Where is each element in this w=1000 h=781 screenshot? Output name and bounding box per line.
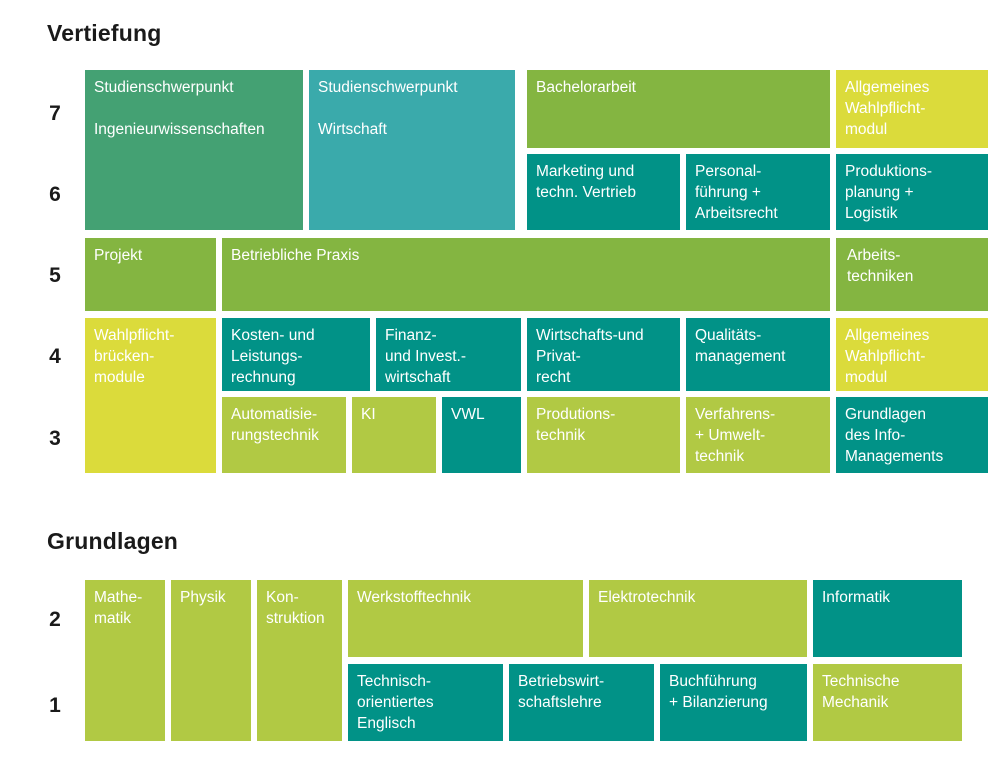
module-box-studienschwerpunkt-wirt[interactable]: Studienschwerpunkt Wirtschaft xyxy=(309,70,515,230)
semester-label-4: 4 xyxy=(49,345,61,368)
module-box-finanz-investwirtschaft[interactable]: Finanz- und Invest.- wirtschaft xyxy=(376,318,521,391)
module-box-produktionsplanung[interactable]: Produktions- planung + Logistik xyxy=(836,154,988,230)
section-title-grundlagen: Grundlagen xyxy=(47,528,179,554)
module-box-qualitaetsmanagement[interactable]: Qualitäts- management xyxy=(686,318,830,391)
module-box-verfahrens-umwelttechnik[interactable]: Verfahrens- + Umwelt- technik xyxy=(686,397,830,473)
module-box-allg-wahlpflichtmodul-4[interactable]: Allgemeines Wahlpflicht- modul xyxy=(836,318,988,391)
module-box-informatik[interactable]: Informatik xyxy=(813,580,962,657)
semester-label-2: 2 xyxy=(49,608,61,631)
semester-label-3: 3 xyxy=(49,427,61,450)
module-box-konstruktion[interactable]: Kon- struktion xyxy=(257,580,342,741)
module-box-mathematik[interactable]: Mathe- matik xyxy=(85,580,165,741)
module-box-studienschwerpunkt-ing[interactable]: Studienschwerpunkt Ingenieurwissenschaft… xyxy=(85,70,303,230)
module-box-produktionstechnik[interactable]: Produtions- technik xyxy=(527,397,680,473)
module-box-werkstofftechnik[interactable]: Werkstofftechnik xyxy=(348,580,583,657)
semester-label-6: 6 xyxy=(49,183,61,206)
module-box-technische-mechanik[interactable]: Technische Mechanik xyxy=(813,664,962,741)
semester-label-7: 7 xyxy=(49,102,61,125)
module-box-vwl[interactable]: VWL xyxy=(442,397,521,473)
module-box-wahlpflichtbrueckenmodule[interactable]: Wahlpflicht- brücken- module xyxy=(85,318,216,473)
module-box-betriebliche-praxis[interactable]: Betriebliche Praxis xyxy=(222,238,830,311)
module-box-bachelorarbeit[interactable]: Bachelorarbeit xyxy=(527,70,830,148)
module-box-arbeitstechniken[interactable]: Arbeits- techniken xyxy=(836,238,988,311)
module-box-automatisierungstechnik[interactable]: Automatisie- rungstechnik xyxy=(222,397,346,473)
module-box-allg-wahlpflichtmodul-7[interactable]: Allgemeines Wahlpflicht- modul xyxy=(836,70,988,148)
semester-label-5: 5 xyxy=(49,264,61,287)
module-box-betriebswirtschaftslehre[interactable]: Betriebswirt- schaftslehre xyxy=(509,664,654,741)
module-box-technisch-englisch[interactable]: Technisch- orientiertes Englisch xyxy=(348,664,503,741)
module-box-marketing-vertrieb[interactable]: Marketing und techn. Vertrieb xyxy=(527,154,680,230)
section-title-vertiefung: Vertiefung xyxy=(47,20,162,46)
module-box-ki[interactable]: KI xyxy=(352,397,436,473)
module-box-buchfuehrung[interactable]: Buchführung + Bilanzierung xyxy=(660,664,807,741)
module-box-kosten-leistungsrechnung[interactable]: Kosten- und Leistungs- rechnung xyxy=(222,318,370,391)
semester-label-1: 1 xyxy=(49,694,61,717)
module-box-personalfuehrung[interactable]: Personal- führung + Arbeitsrecht xyxy=(686,154,830,230)
module-box-wirtschafts-privatrecht[interactable]: Wirtschafts-und Privat- recht xyxy=(527,318,680,391)
module-box-elektrotechnik[interactable]: Elektrotechnik xyxy=(589,580,807,657)
module-box-physik[interactable]: Physik xyxy=(171,580,251,741)
module-box-grundlagen-info-mgmt[interactable]: Grundlagen des Info- Managements xyxy=(836,397,988,473)
module-box-projekt[interactable]: Projekt xyxy=(85,238,216,311)
